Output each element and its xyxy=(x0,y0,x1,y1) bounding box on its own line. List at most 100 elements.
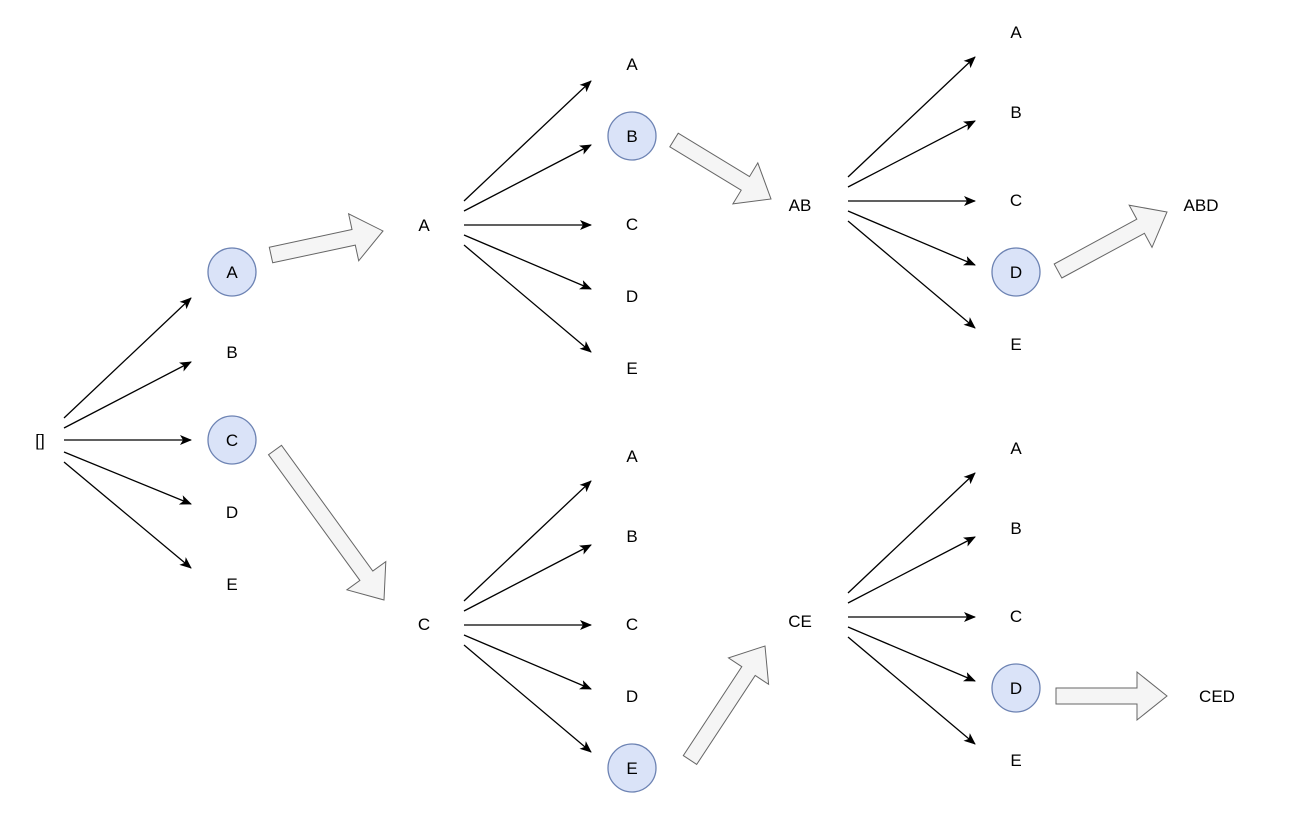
node-root: [] xyxy=(35,431,44,450)
node-c-d: D xyxy=(626,687,638,706)
node-label: D xyxy=(626,287,638,306)
tree-edge xyxy=(847,472,976,594)
transition-arrow-to-abd xyxy=(1053,204,1168,279)
selected-node-circle xyxy=(991,247,1041,297)
node-seq-ab: AB xyxy=(789,196,812,215)
node-label: CE xyxy=(788,612,812,631)
selected-node-circle xyxy=(207,415,257,465)
tree-edge xyxy=(63,451,192,505)
node-label: E xyxy=(1010,335,1021,354)
tree-edge xyxy=(63,361,192,429)
node-label: AB xyxy=(789,196,812,215)
node-ce-b: B xyxy=(1010,519,1021,538)
node-label: [] xyxy=(35,431,44,450)
node-ce-a: A xyxy=(1010,439,1022,458)
node-label: C xyxy=(1010,607,1022,626)
tree-edge xyxy=(63,461,192,569)
tree-edge xyxy=(463,144,592,212)
node-label: A xyxy=(626,55,638,74)
selected-node-circle xyxy=(207,247,257,297)
node-ab-c: C xyxy=(1010,191,1022,210)
node-seq-ce: CE xyxy=(788,612,812,631)
tree-edge xyxy=(63,297,192,419)
edges-layer xyxy=(63,56,976,753)
node-label: D xyxy=(1010,679,1022,698)
node-label: B xyxy=(226,343,237,362)
node-l1-c: C xyxy=(207,415,257,465)
node-label: A xyxy=(418,216,430,235)
node-a-a: A xyxy=(626,55,638,74)
node-label: B xyxy=(1010,519,1021,538)
node-label: B xyxy=(626,127,637,146)
node-label: D xyxy=(626,687,638,706)
node-ce-d: D xyxy=(991,663,1041,713)
transition-arrow-to-ab xyxy=(669,132,772,205)
node-l1-d: D xyxy=(226,503,238,522)
node-ab-a: A xyxy=(1010,23,1022,42)
node-seq-ced: CED xyxy=(1199,687,1235,706)
node-ce-e: E xyxy=(1010,751,1021,770)
selected-node-circle xyxy=(607,111,657,161)
node-a-e: E xyxy=(626,359,637,378)
node-label: ABD xyxy=(1184,196,1219,215)
tree-edge xyxy=(463,480,592,602)
node-a-d: D xyxy=(626,287,638,306)
transition-arrow-to-c xyxy=(267,444,387,601)
node-label: C xyxy=(626,615,638,634)
node-label: A xyxy=(226,263,238,282)
tree-edge xyxy=(847,636,976,745)
node-label: E xyxy=(1010,751,1021,770)
tree-edge xyxy=(463,544,592,612)
tree-edge xyxy=(463,234,592,290)
node-label: B xyxy=(1010,103,1021,122)
node-l1-e: E xyxy=(226,575,237,594)
node-label: A xyxy=(1010,439,1022,458)
tree-edge xyxy=(847,120,976,188)
selected-node-circle xyxy=(991,663,1041,713)
transition-arrow-to-ce xyxy=(682,645,770,766)
tree-edge xyxy=(463,634,592,690)
node-label: C xyxy=(226,431,238,450)
node-label: E xyxy=(226,575,237,594)
node-label: C xyxy=(418,615,430,634)
node-label: D xyxy=(226,503,238,522)
tree-edge xyxy=(463,244,592,353)
node-label: C xyxy=(1010,191,1022,210)
node-a-b: B xyxy=(607,111,657,161)
node-ab-e: E xyxy=(1010,335,1021,354)
node-ab-b: B xyxy=(1010,103,1021,122)
node-label: C xyxy=(626,215,638,234)
transition-arrow-to-ced xyxy=(1055,670,1168,722)
node-seq-abd: ABD xyxy=(1184,196,1219,215)
node-c-b: B xyxy=(626,527,637,546)
node-seq-a: A xyxy=(418,216,430,235)
node-label: D xyxy=(1010,263,1022,282)
tree-edge xyxy=(847,210,976,266)
node-c-c: C xyxy=(626,615,638,634)
node-c-a: A xyxy=(626,447,638,466)
node-seq-c: C xyxy=(418,615,430,634)
tree-edge xyxy=(463,644,592,753)
tree-edge xyxy=(463,80,592,202)
node-c-e: E xyxy=(607,743,657,793)
node-label: A xyxy=(626,447,638,466)
node-label: B xyxy=(626,527,637,546)
selected-node-circle xyxy=(607,743,657,793)
tree-edge xyxy=(847,536,976,604)
tree-edge xyxy=(847,220,976,329)
transition-arrow-to-a xyxy=(268,212,384,264)
tree-edge xyxy=(847,626,976,682)
node-ce-c: C xyxy=(1010,607,1022,626)
node-label: E xyxy=(626,759,637,778)
node-label: A xyxy=(1010,23,1022,42)
transition-arrows-layer xyxy=(267,132,1168,766)
node-label: CED xyxy=(1199,687,1235,706)
node-l1-a: A xyxy=(207,247,257,297)
node-l1-b: B xyxy=(226,343,237,362)
node-a-c: C xyxy=(626,215,638,234)
node-ab-d: D xyxy=(991,247,1041,297)
tree-edge xyxy=(847,56,976,178)
node-label: E xyxy=(626,359,637,378)
